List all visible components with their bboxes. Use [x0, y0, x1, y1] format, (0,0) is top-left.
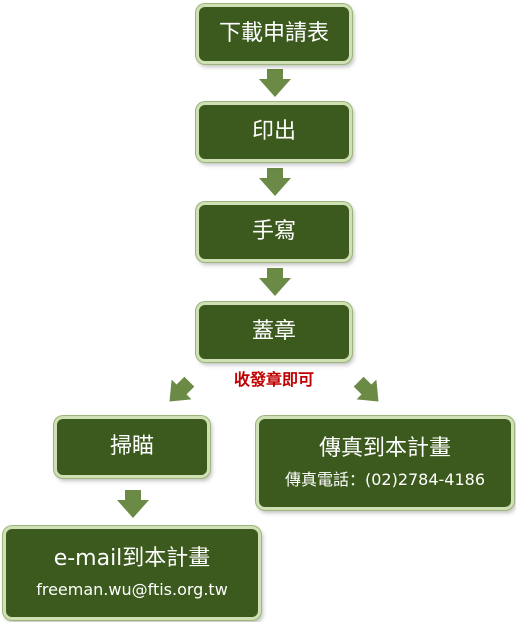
arrow-print-to-handwrite: [259, 168, 291, 196]
step-scan-label: 掃瞄: [109, 433, 154, 459]
arrow-scan-to-email: [117, 490, 149, 518]
stamp-note: 收發章即可: [233, 370, 314, 389]
arrow-download-to-print: [259, 69, 291, 97]
step-stamp-label: 蓋章: [251, 318, 296, 344]
step-email: e-mail到本計畫 freeman.wu@ftis.org.tw: [3, 526, 261, 620]
step-handwrite: 手寫: [196, 202, 352, 262]
step-download-label: 下載申請表: [218, 20, 329, 46]
step-scan: 掃瞄: [54, 416, 210, 478]
arrow-stamp-to-scan: [169, 376, 195, 402]
step-fax: 傳真到本計畫 傳真電話：(02)2784-4186: [256, 416, 514, 510]
step-email-label: e-mail到本計畫: [53, 546, 211, 572]
step-fax-label: 傳真到本計畫: [318, 436, 451, 462]
fax-number: 傳真電話：(02)2784-4186: [284, 469, 486, 489]
step-stamp: 蓋章: [196, 302, 352, 362]
step-handwrite-label: 手寫: [251, 218, 296, 244]
step-download-form: 下載申請表: [196, 4, 352, 64]
step-print-label: 印出: [251, 118, 296, 144]
arrow-handwrite-to-stamp: [259, 268, 291, 296]
arrow-stamp-to-fax: [353, 376, 379, 402]
email-address: freeman.wu@ftis.org.tw: [36, 579, 228, 599]
step-print: 印出: [196, 102, 352, 162]
